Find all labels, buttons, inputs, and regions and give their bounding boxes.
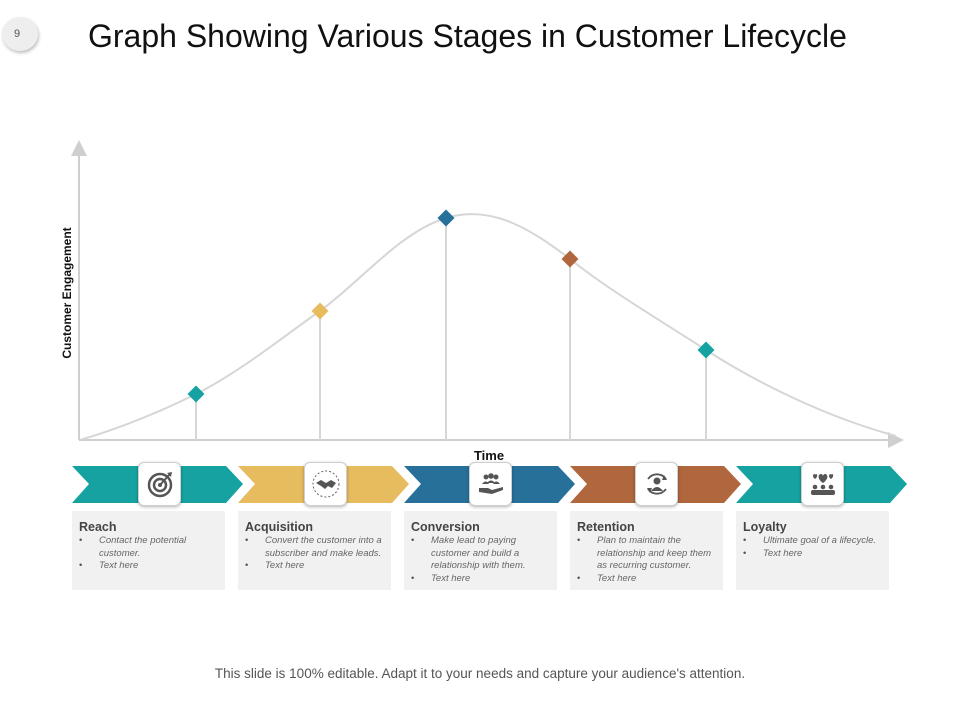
stage-marker-acquisition [311,302,329,440]
stage-card-loyalty: Loyalty Ultimate goal of a lifecycle. Te… [736,511,889,590]
page-number-badge: 9 [2,17,38,51]
stage-marker-loyalty [697,341,715,440]
stage-bullet: Ultimate goal of a lifecycle. [743,535,882,548]
stage-bullet: Contact the potential customer. [79,535,218,560]
y-axis-label: Customer Engagement [60,227,74,359]
stage-bullet: Make lead to paying customer and build a… [411,535,550,573]
stage-icon-box-acquisition [304,462,347,506]
x-axis-label: Time [473,448,505,463]
group-hand-icon [479,473,503,494]
target-icon [147,472,173,498]
stage-marker-reach [187,385,205,440]
stage-bullet: Text here [577,573,716,586]
stage-marker-retention [561,250,579,440]
stage-icon-box-reach [138,462,181,506]
stage-card-reach: Reach Contact the potential customer. Te… [72,511,225,590]
stage-icon-box-loyalty [801,462,844,506]
handshake-icon [312,470,340,498]
stage-bullet: Text here [743,548,882,561]
stage-card-conversion: Conversion Make lead to paying customer … [404,511,557,590]
stage-bullet: Text here [411,573,550,586]
stage-icon-box-retention [635,462,678,506]
user-cycle-icon [647,473,667,495]
stage-icon-box-conversion [469,462,512,506]
stage-title-retention: Retention [577,520,635,534]
footer-note: This slide is 100% editable. Adapt it to… [214,666,746,681]
stage-bullet: Convert the customer into a subscriber a… [245,535,384,560]
hearts-people-icon [811,474,835,495]
stage-title-acquisition: Acquisition [245,520,314,534]
stage-card-retention: Retention Plan to maintain the relations… [570,511,723,590]
stage-card-acquisition: Acquisition Convert the customer into a … [238,511,391,590]
stage-bullet: Text here [79,560,218,573]
stage-title-conversion: Conversion [411,520,480,534]
stage-bullet: Plan to maintain the relationship and ke… [577,535,716,573]
stage-marker-conversion [437,209,455,440]
stage-title-loyalty: Loyalty [743,520,787,534]
slide-title: Graph Showing Various Stages in Customer… [88,18,847,54]
page-number: 9 [13,28,21,40]
engagement-curve [79,213,897,441]
stage-title-reach: Reach [79,520,117,534]
stage-bullet: Text here [245,560,384,573]
